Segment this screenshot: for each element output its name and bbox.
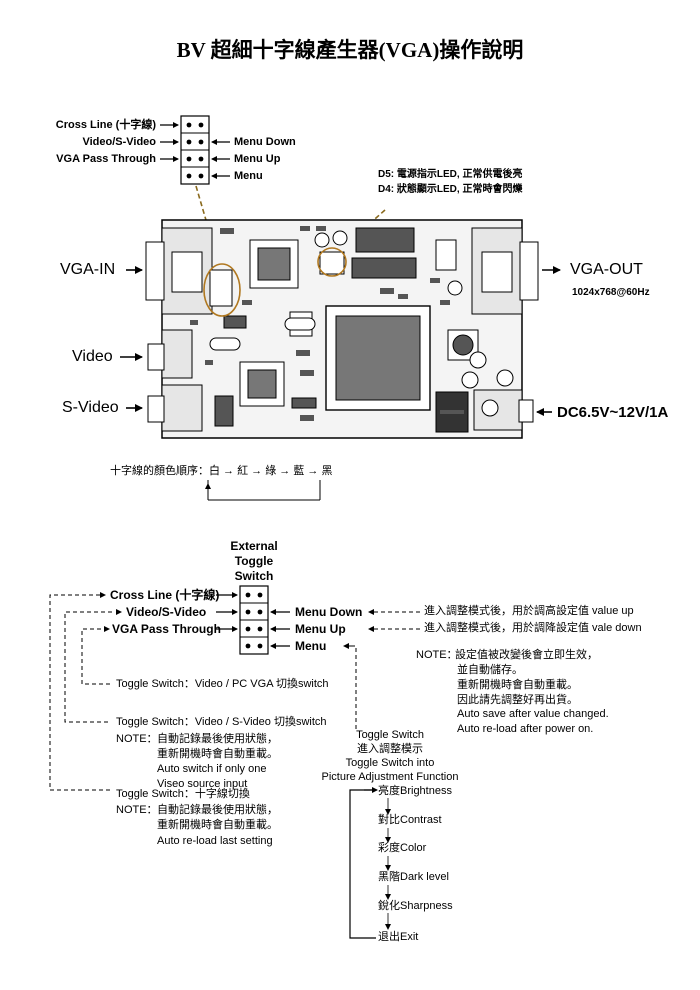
menu-note-line-4: 因此請先調整好再出貨。 [457,694,578,706]
video-label: Video [72,348,113,365]
cross-note-label: NOTE： [116,804,158,816]
color-black: 黑 [321,465,333,477]
vga-toggle-text: Toggle Switch：Video / PC VGA 切換switch [116,678,329,690]
menu-note-line-1: 設定值被改變後會立即生效， [455,649,598,661]
led-d4-note: D4: 狀態顯示LED, 正常時會閃爍 [378,184,523,195]
switch-menu-up-label: Menu Up [295,622,346,636]
color-order: 十字線的顏色順序：白 → 紅 → 綠 → 藍 → 黑 [110,465,333,477]
cross-toggle-text: Toggle Switch：十字線切換 [116,788,250,800]
resolution-label: 1024x768@60Hz [572,287,650,298]
flow-header-4: Picture Adjustment Function [321,771,459,783]
flow-item-sharpness: 銳化Sharpness [378,900,453,912]
flow-item-dark-level: 黑階Dark level [378,871,449,883]
menu-note-line-2: 並自動儲存。 [457,664,523,676]
color-blue: 藍 [293,465,305,477]
flow-item-brightness: 亮度Brightness [378,785,452,797]
top-menu-up-label: Menu Up [234,153,281,165]
video-note-line-2: 重新開機時會自動重載。 [157,748,278,760]
page-title: BV 超細十字線產生器(VGA)操作說明 [176,38,524,62]
top-menu-down-label: Menu Down [234,136,296,148]
top-video-label: Video/S-Video [82,136,156,148]
flow-item-color: 彩度Color [378,842,427,854]
vga-in-label: VGA-IN [60,261,116,278]
video-note-en-1: Auto switch if only one [157,763,267,775]
menu-note-label: NOTE： [416,649,458,661]
color-green: 綠 [265,465,277,477]
flow-header-1: Toggle Switch [356,729,424,741]
cross-note-line-1: 自動記錄最後使用狀態， [157,804,278,816]
vga-out-label: VGA-OUT [570,261,643,278]
svideo-label: S-Video [62,399,119,416]
menu-note-line-3: 重新開機時會自動重載。 [457,679,578,691]
switch-video-label: Video/S-Video [126,605,207,619]
switch-crossline-label: Cross Line (十字線) [110,588,220,602]
cross-note-line-2: 重新開機時會自動重載。 [157,819,278,831]
switch-menu-down-label: Menu Down [295,605,363,619]
menu-note-en-2: Auto re-load after power on. [457,723,594,735]
top-vga-pass-label: VGA Pass Through [56,153,156,165]
switch-header-3: Switch [234,569,274,583]
color-order-label: 十字線的顏色順序： [110,465,209,477]
flow-header-2: 進入調整模示 [357,743,423,755]
switch-header-1: External [230,539,278,553]
video-toggle-text: Toggle Switch：Video / S-Video 切換switch [116,716,327,728]
top-menu-label: Menu [234,170,263,182]
video-note-line-1: 自動記錄最後使用狀態， [157,733,278,745]
video-note-label: NOTE： [116,733,158,745]
dc-input-label: DC6.5V~12V/1A [557,404,669,421]
switch-vga-pass-label: VGA Pass Through [112,622,221,636]
switch-header-2: Toggle [234,554,274,568]
color-red: 紅 [237,465,249,477]
cross-note-en: Auto re-load last setting [157,835,273,847]
flow-header-3: Toggle Switch into [345,757,435,769]
flow-item-exit: 退出Exit [378,931,419,943]
led-d5-note: D5: 電源指示LED, 正常供電後亮 [378,169,523,180]
value-up-note: 進入調整模式後，用於調高設定值 value up [424,605,634,617]
switch-menu-label: Menu [295,639,327,653]
pcb-board [145,219,539,439]
top-crossline-label: Cross Line (十字線) [55,119,156,131]
video-note-en-2: Viseo source input [157,778,248,790]
value-down-note: 進入調整模式後，用於調降設定值 vale down [424,622,642,634]
flow-item-contrast: 對比Contrast [378,814,442,826]
menu-note-en-1: Auto save after value changed. [457,708,609,720]
color-white: 白 [209,465,220,477]
